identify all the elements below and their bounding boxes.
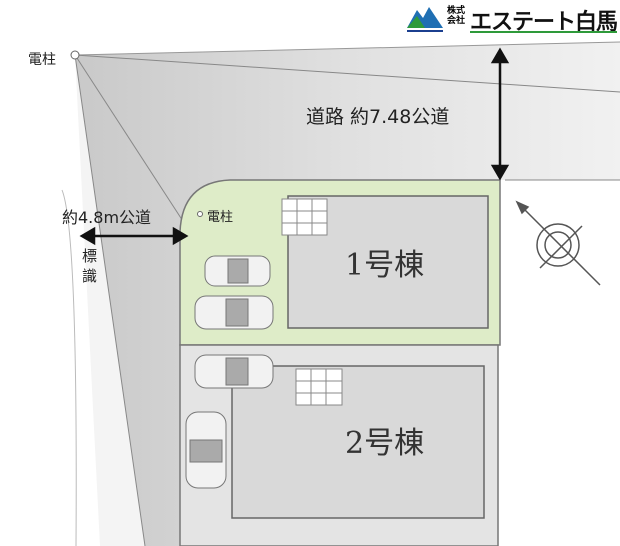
- utility-pole-icon: [197, 211, 203, 217]
- building-2: [231, 365, 485, 519]
- road-area: [75, 42, 620, 546]
- car-icon: [194, 354, 274, 389]
- dimension-arrow-left: [79, 226, 189, 246]
- building-1-label: 1号棟: [345, 248, 425, 283]
- car-icon: [194, 295, 274, 330]
- deck-grid-icon: [295, 368, 343, 406]
- car-icon: [204, 255, 271, 287]
- company-logo: 株式会社 エステート白馬: [405, 4, 618, 35]
- company-type: 株式会社: [447, 6, 466, 26]
- road-edge: [74, 54, 191, 233]
- utility-pole-icon: [70, 50, 80, 60]
- road-edge: [74, 54, 620, 93]
- mountain-logo-icon: [407, 7, 443, 32]
- logo-underline: [470, 31, 617, 33]
- road-edge: [74, 41, 620, 56]
- road-top-label: 道路 約7.48公道: [306, 106, 450, 128]
- pole-label-top: 電柱: [28, 52, 56, 68]
- road-left-label: 約4.8m公道: [62, 208, 152, 227]
- car-icon: [185, 411, 227, 489]
- dimension-arrow-top: [490, 47, 510, 181]
- road-edge: [61, 189, 77, 546]
- company-name: エステート白馬: [470, 10, 618, 35]
- deck-grid-icon: [281, 198, 328, 236]
- pole-label-corner: 電柱: [207, 210, 234, 225]
- building-2-label: 2号棟: [345, 426, 425, 461]
- sign-label: 標識: [82, 247, 98, 285]
- road-edge: [74, 54, 146, 546]
- compass-north-icon: [515, 200, 601, 286]
